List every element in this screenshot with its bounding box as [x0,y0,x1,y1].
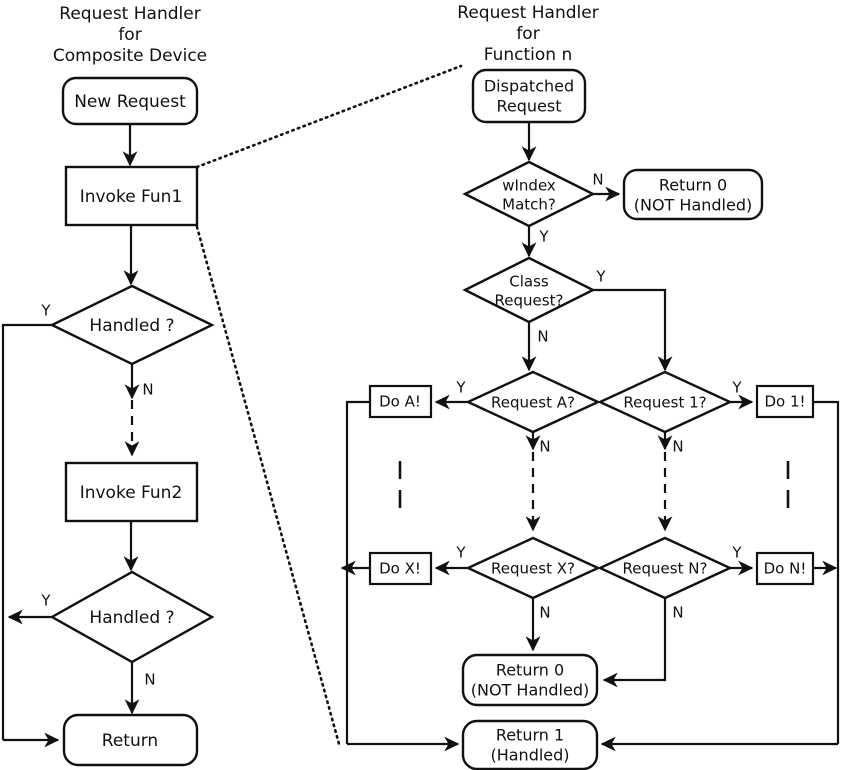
node-windex-match-line2: Match? [502,196,556,214]
node-request-x-label: Request X? [491,560,575,578]
node-return0-bottom-line2: (NOT Handled) [471,681,589,700]
edge-handled1-yes-rail [1,323,52,740]
node-return0-bottom [461,653,599,707]
label-windex-no: N [592,171,603,189]
node-class-request-line1: Class [509,273,549,291]
left-title-line1: Request Handler [59,4,200,24]
label-handled2-yes: Y [40,592,51,610]
label-request-x-no: N [539,604,550,622]
label-class-no: N [537,328,548,346]
node-return0-top-line2: (NOT Handled) [634,196,752,215]
right-title-line1: Request Handler [457,3,598,23]
node-do-x-label: Do X! [379,560,421,578]
node-dispatched-request-line1: Dispatched [484,77,574,96]
left-title-line3: Composite Device [53,46,207,66]
label-windex-yes: Y [538,228,549,246]
node-return0-top-line1: Return 0 [659,176,727,195]
node-return1-line1: Return 1 [496,726,564,745]
node-dispatched-request-line2: Request [497,97,562,116]
node-windex-match-line1: wIndex [502,177,556,195]
node-new-request-label: New Request [74,92,186,112]
label-request-a-yes: Y [455,379,466,397]
node-handled-1-label: Handled ? [89,316,174,336]
edge-doa-to-left-rail [345,400,370,744]
node-invoke-fun1 [64,165,199,227]
node-return1 [461,719,599,770]
node-request-a-label: Request A? [491,394,575,412]
label-handled1-yes: Y [40,302,51,320]
node-return [62,713,199,767]
node-do-1-label: Do 1! [764,393,805,411]
node-return-label: Return [102,731,158,751]
node-return1-line2: (Handled) [490,746,569,765]
label-request-1-no: N [672,438,683,456]
node-do-a [368,384,433,419]
node-return0-bottom-line1: Return 0 [496,661,564,680]
expansion-line-bottom [195,225,341,746]
edge-class-yes-to-request1 [593,288,673,372]
edge-do1-to-right-rail [813,400,840,744]
label-class-yes: Y [595,268,606,286]
label-request-1-yes: Y [731,379,742,397]
node-class-request-line2: Request? [495,292,564,310]
label-request-n-yes: Y [731,544,742,562]
node-invoke-fun2 [64,461,199,523]
node-do-n-label: Do N! [764,560,807,578]
node-return0-top [622,168,764,221]
label-request-n-no: N [672,604,683,622]
node-request-1-label: Request 1? [623,394,706,412]
right-title-line2: for [516,24,539,44]
label-request-a-no: N [539,438,550,456]
node-invoke-fun1-label: Invoke Fun1 [80,187,183,207]
label-handled2-no: N [144,671,155,689]
edge-requestn-no-to-return0 [602,598,667,688]
left-title-line2: for [118,25,141,45]
label-request-x-yes: Y [455,544,466,562]
node-do-a-label: Do A! [379,393,421,411]
label-handled1-no: N [142,381,153,399]
node-request-n-label: Request N? [623,560,708,578]
expansion-line-top [195,64,463,169]
node-invoke-fun2-label: Invoke Fun2 [80,483,183,503]
right-title-line3: Function n [484,45,573,65]
node-handled-2-label: Handled ? [89,608,174,628]
